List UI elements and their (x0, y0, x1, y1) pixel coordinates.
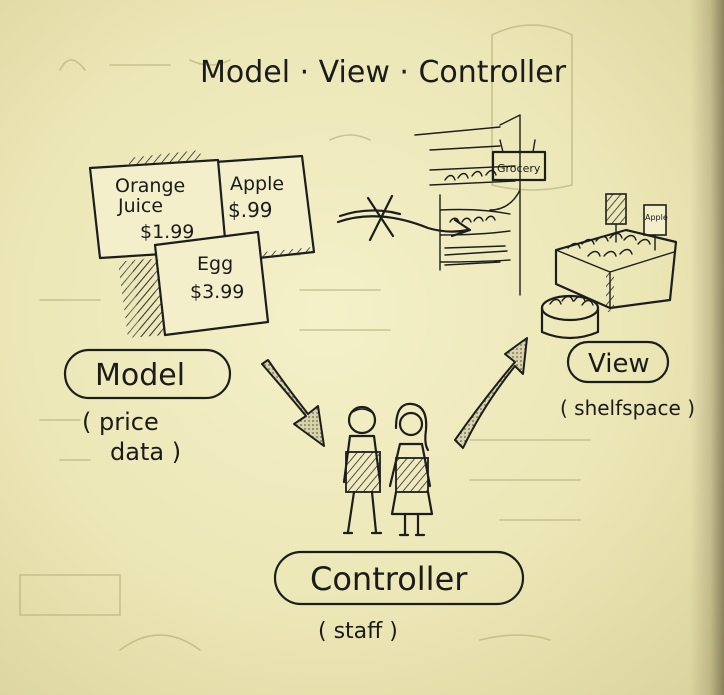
oj-card-name-line2: Juice (117, 195, 163, 217)
produce-stand-sketch: Apple (540, 193, 678, 340)
arrow-model-to-controller (261, 359, 325, 447)
grocery-sign-text: Grocery (497, 162, 541, 175)
apple-card-price: $.99 (228, 198, 273, 222)
oj-card-price: $1.99 (140, 221, 194, 243)
bleed-through-marks (19, 24, 591, 651)
view-caption: ( shelfspace ) (560, 396, 695, 420)
model-label: Model (95, 358, 185, 393)
oj-card-name-line1: Orange (115, 175, 185, 197)
arrow-controller-to-view (454, 337, 528, 449)
view-label-box: View ( shelfspace ) (560, 340, 695, 420)
model-caption-line2: data ) (110, 438, 181, 466)
grocery-store-sketch: Grocery (414, 114, 547, 296)
diagram-title: Model · View · Controller (200, 55, 567, 90)
view-label: View (588, 349, 650, 379)
staff-figures (342, 402, 434, 537)
stand-sign-text: Apple (645, 213, 668, 222)
price-cards: Apple $.99 Orange Juice $1.99 Egg $3.99 (88, 150, 316, 338)
controller-label: Controller (310, 560, 468, 598)
controller-label-box: Controller ( staff ) (273, 550, 525, 644)
crossed-out-arrow (336, 194, 472, 242)
controller-caption: ( staff ) (318, 619, 398, 644)
orange-juice-card: Orange Juice $1.99 (88, 158, 228, 260)
egg-card: Egg $3.99 (132, 230, 270, 337)
model-label-box: Model ( price data ) (63, 348, 232, 466)
egg-card-name: Egg (197, 253, 233, 275)
apple-card-name: Apple (230, 173, 284, 195)
model-caption-line1: ( price (82, 408, 159, 436)
egg-card-price: $3.99 (190, 281, 244, 303)
